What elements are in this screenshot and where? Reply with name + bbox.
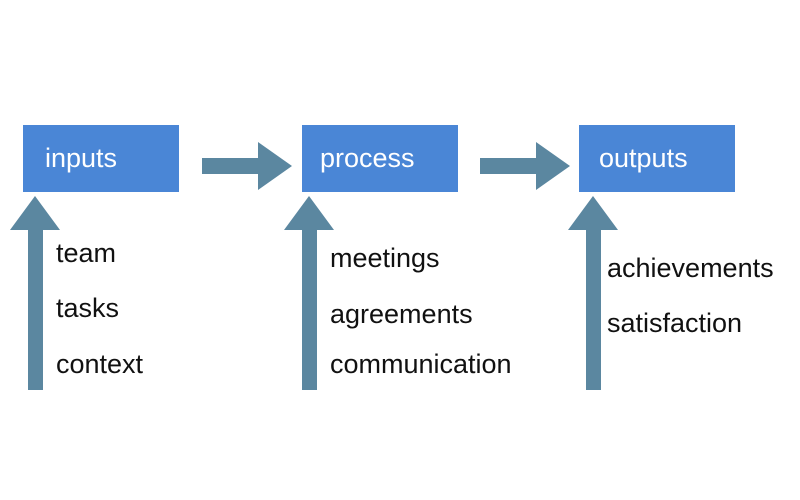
label-process-item: communication (330, 349, 512, 379)
label-outputs-item: achievements (607, 253, 774, 283)
stage-box-process: process (302, 125, 458, 192)
arrow-up-inputs (10, 196, 60, 390)
label-process-item: agreements (330, 299, 473, 329)
label-outputs-item: satisfaction (607, 308, 743, 338)
arrow-up-outputs (568, 196, 618, 390)
label-inputs-item: context (56, 349, 144, 379)
arrow-process-to-outputs (480, 142, 570, 190)
stage-box-inputs: inputs (23, 125, 179, 192)
stage-title: process (320, 143, 415, 173)
arrow-inputs-to-process (202, 142, 292, 190)
stage-box-outputs: outputs (579, 125, 735, 192)
stage-title: inputs (45, 143, 118, 173)
arrow-up-process (284, 196, 334, 390)
label-process-item: meetings (330, 243, 440, 273)
label-inputs-item: tasks (56, 293, 120, 323)
stage-title: outputs (599, 143, 688, 173)
label-inputs-item: team (56, 238, 117, 268)
